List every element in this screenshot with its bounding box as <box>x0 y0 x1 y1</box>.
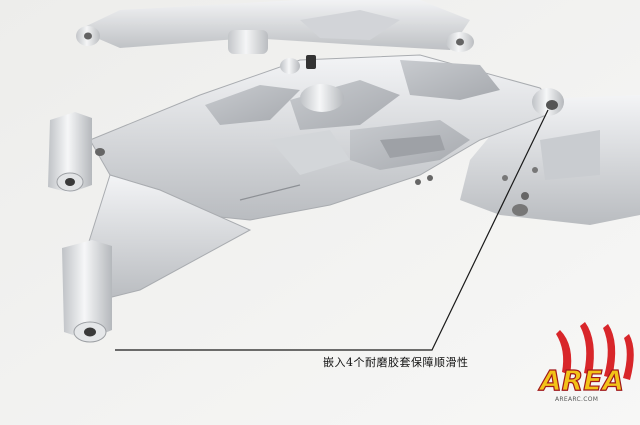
annotation-leader-line <box>115 109 549 351</box>
front-suspension-arm <box>48 54 564 343</box>
annotation-caption: 嵌入4个耐磨胶套保障顺滑性 <box>323 356 469 369</box>
area-logo-claw <box>556 322 634 380</box>
area-logo: AREA <box>537 363 624 397</box>
svg-text:AREA: AREA <box>538 364 624 397</box>
area-logo-subtext: AREARC.COM <box>555 396 599 403</box>
rear-arm-top <box>76 0 474 54</box>
